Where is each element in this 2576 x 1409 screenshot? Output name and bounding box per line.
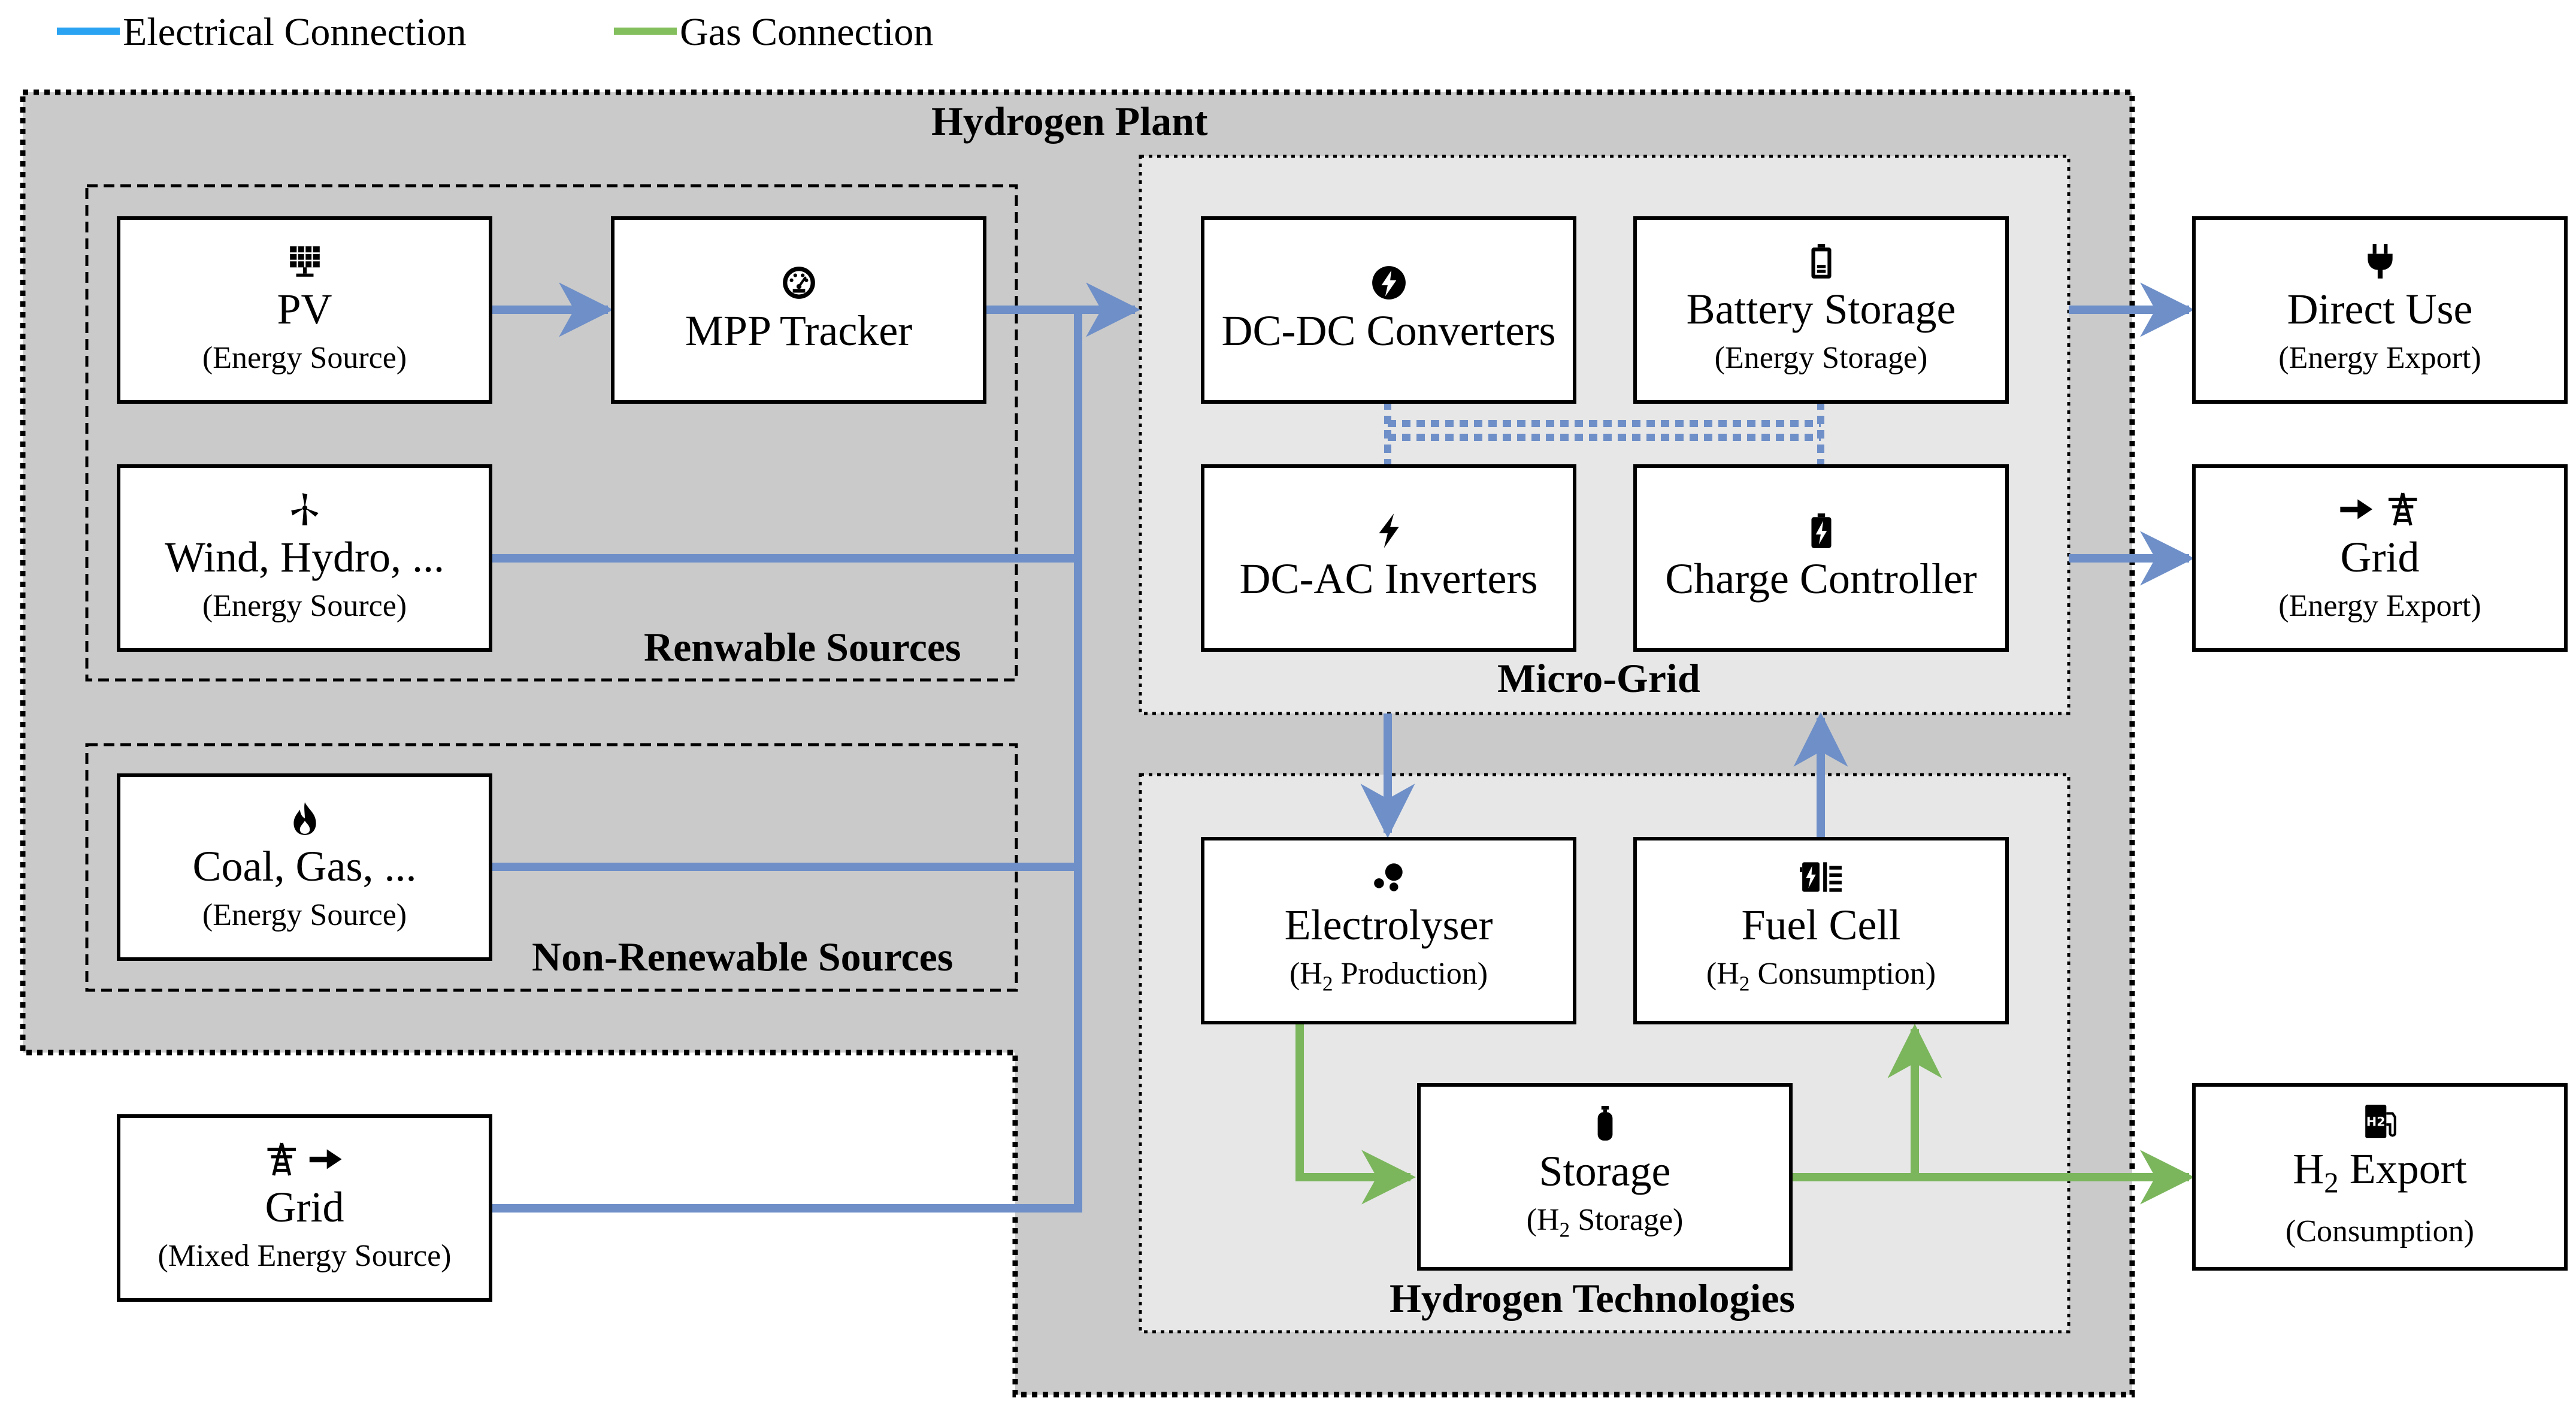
- plug-icon: [2362, 243, 2399, 280]
- battery-storage-node: Battery Storage (Energy Storage): [1633, 216, 2009, 404]
- mpp-tracker-node: MPP Tracker: [611, 216, 986, 404]
- h2-storage-title: Storage: [1539, 1147, 1671, 1195]
- battery-icon: [1803, 243, 1840, 280]
- non-renewable-sources-title: Non-Renewable Sources: [532, 934, 953, 979]
- coal-gas-title: Coal, Gas, ...: [192, 842, 417, 890]
- dc-ac-inverters-node: DC-AC Inverters: [1201, 464, 1576, 652]
- h2-export-title: H2 Export: [2293, 1144, 2467, 1199]
- h2-export-node: H2 H2 Export (Consumption): [2192, 1083, 2568, 1271]
- dc-ac-inverters-title: DC-AC Inverters: [1239, 554, 1538, 603]
- legend-gas-label: Gas Connection: [680, 10, 934, 54]
- grid-source-subtitle: (Mixed Energy Source): [158, 1238, 452, 1273]
- direct-use-title: Direct Use: [2287, 285, 2473, 333]
- fuel-cell-node: Fuel Cell (H2 Consumption): [1633, 837, 2009, 1024]
- fire-icon: [286, 800, 323, 837]
- legend-electrical-label: Electrical Connection: [123, 10, 467, 54]
- svg-text:H2: H2: [2366, 1114, 2385, 1129]
- h2-storage-subtitle: (H2 Storage): [1526, 1202, 1684, 1242]
- grid-source-title: Grid: [265, 1183, 344, 1231]
- direct-use-node: Direct Use (Energy Export): [2192, 216, 2568, 404]
- bolt-icon: [1370, 512, 1407, 549]
- grid-export-subtitle: (Energy Export): [2278, 588, 2481, 623]
- wind-hydro-node: Wind, Hydro, ... (Energy Source): [117, 464, 492, 652]
- h2-pump-icon: H2: [2362, 1102, 2399, 1139]
- bolt-circle-icon: [1370, 264, 1407, 301]
- electrolyser-subtitle: (H2 Production): [1289, 956, 1488, 996]
- wind-hydro-subtitle: (Energy Source): [202, 588, 407, 623]
- charge-controller-node: Charge Controller: [1633, 464, 2009, 652]
- electrolyser-node: Electrolyser (H2 Production): [1201, 837, 1576, 1024]
- power-tower-arrow-icon: [261, 1141, 348, 1178]
- solar-panel-icon: [286, 243, 323, 280]
- gas-cylinder-icon: [1587, 1105, 1624, 1142]
- fuel-cell-subtitle: (H2 Consumption): [1706, 956, 1936, 996]
- molecule-icon: [1370, 858, 1407, 896]
- renewable-sources-title: Renwable Sources: [644, 624, 961, 670]
- pv-node: PV (Energy Source): [117, 216, 492, 404]
- mpp-tracker-title: MPP Tracker: [685, 306, 913, 355]
- hydrogen-plant-title: Hydrogen Plant: [931, 98, 1208, 144]
- battery-storage-title: Battery Storage: [1686, 285, 1956, 333]
- battery-storage-subtitle: (Energy Storage): [1714, 340, 1928, 375]
- hydrogen-technologies-title: Hydrogen Technologies: [1390, 1275, 1795, 1321]
- coal-gas-node: Coal, Gas, ... (Energy Source): [117, 773, 492, 961]
- arrow-power-tower-icon: [2336, 491, 2423, 528]
- h2-export-subtitle: (Consumption): [2286, 1214, 2474, 1249]
- gauge-icon: [780, 264, 818, 301]
- grid-export-node: Grid (Energy Export): [2192, 464, 2568, 652]
- micro-grid-title: Micro-Grid: [1497, 655, 1700, 701]
- battery-bolt-icon: [1803, 512, 1840, 549]
- fuel-cell-title: Fuel Cell: [1741, 900, 1901, 949]
- electrolyser-title: Electrolyser: [1284, 900, 1493, 949]
- wind-turbine-icon: [286, 491, 323, 528]
- h2-storage-node: Storage (H2 Storage): [1417, 1083, 1793, 1271]
- edge-electrolyser-to-storage: [1295, 1024, 1416, 1205]
- coal-gas-subtitle: (Energy Source): [202, 897, 407, 932]
- direct-use-subtitle: (Energy Export): [2278, 340, 2481, 375]
- charge-controller-title: Charge Controller: [1665, 554, 1977, 603]
- grid-export-title: Grid: [2340, 533, 2420, 581]
- dc-dc-converters-node: DC-DC Converters: [1201, 216, 1576, 404]
- renewable-sources-region: [85, 184, 1018, 682]
- wind-hydro-title: Wind, Hydro, ...: [164, 533, 445, 581]
- pv-subtitle: (Energy Source): [202, 340, 407, 375]
- grid-source-node: Grid (Mixed Energy Source): [117, 1114, 492, 1302]
- fuel-cell-icon: [1799, 858, 1843, 896]
- dc-dc-converters-title: DC-DC Converters: [1221, 306, 1556, 355]
- pv-title: PV: [277, 285, 332, 333]
